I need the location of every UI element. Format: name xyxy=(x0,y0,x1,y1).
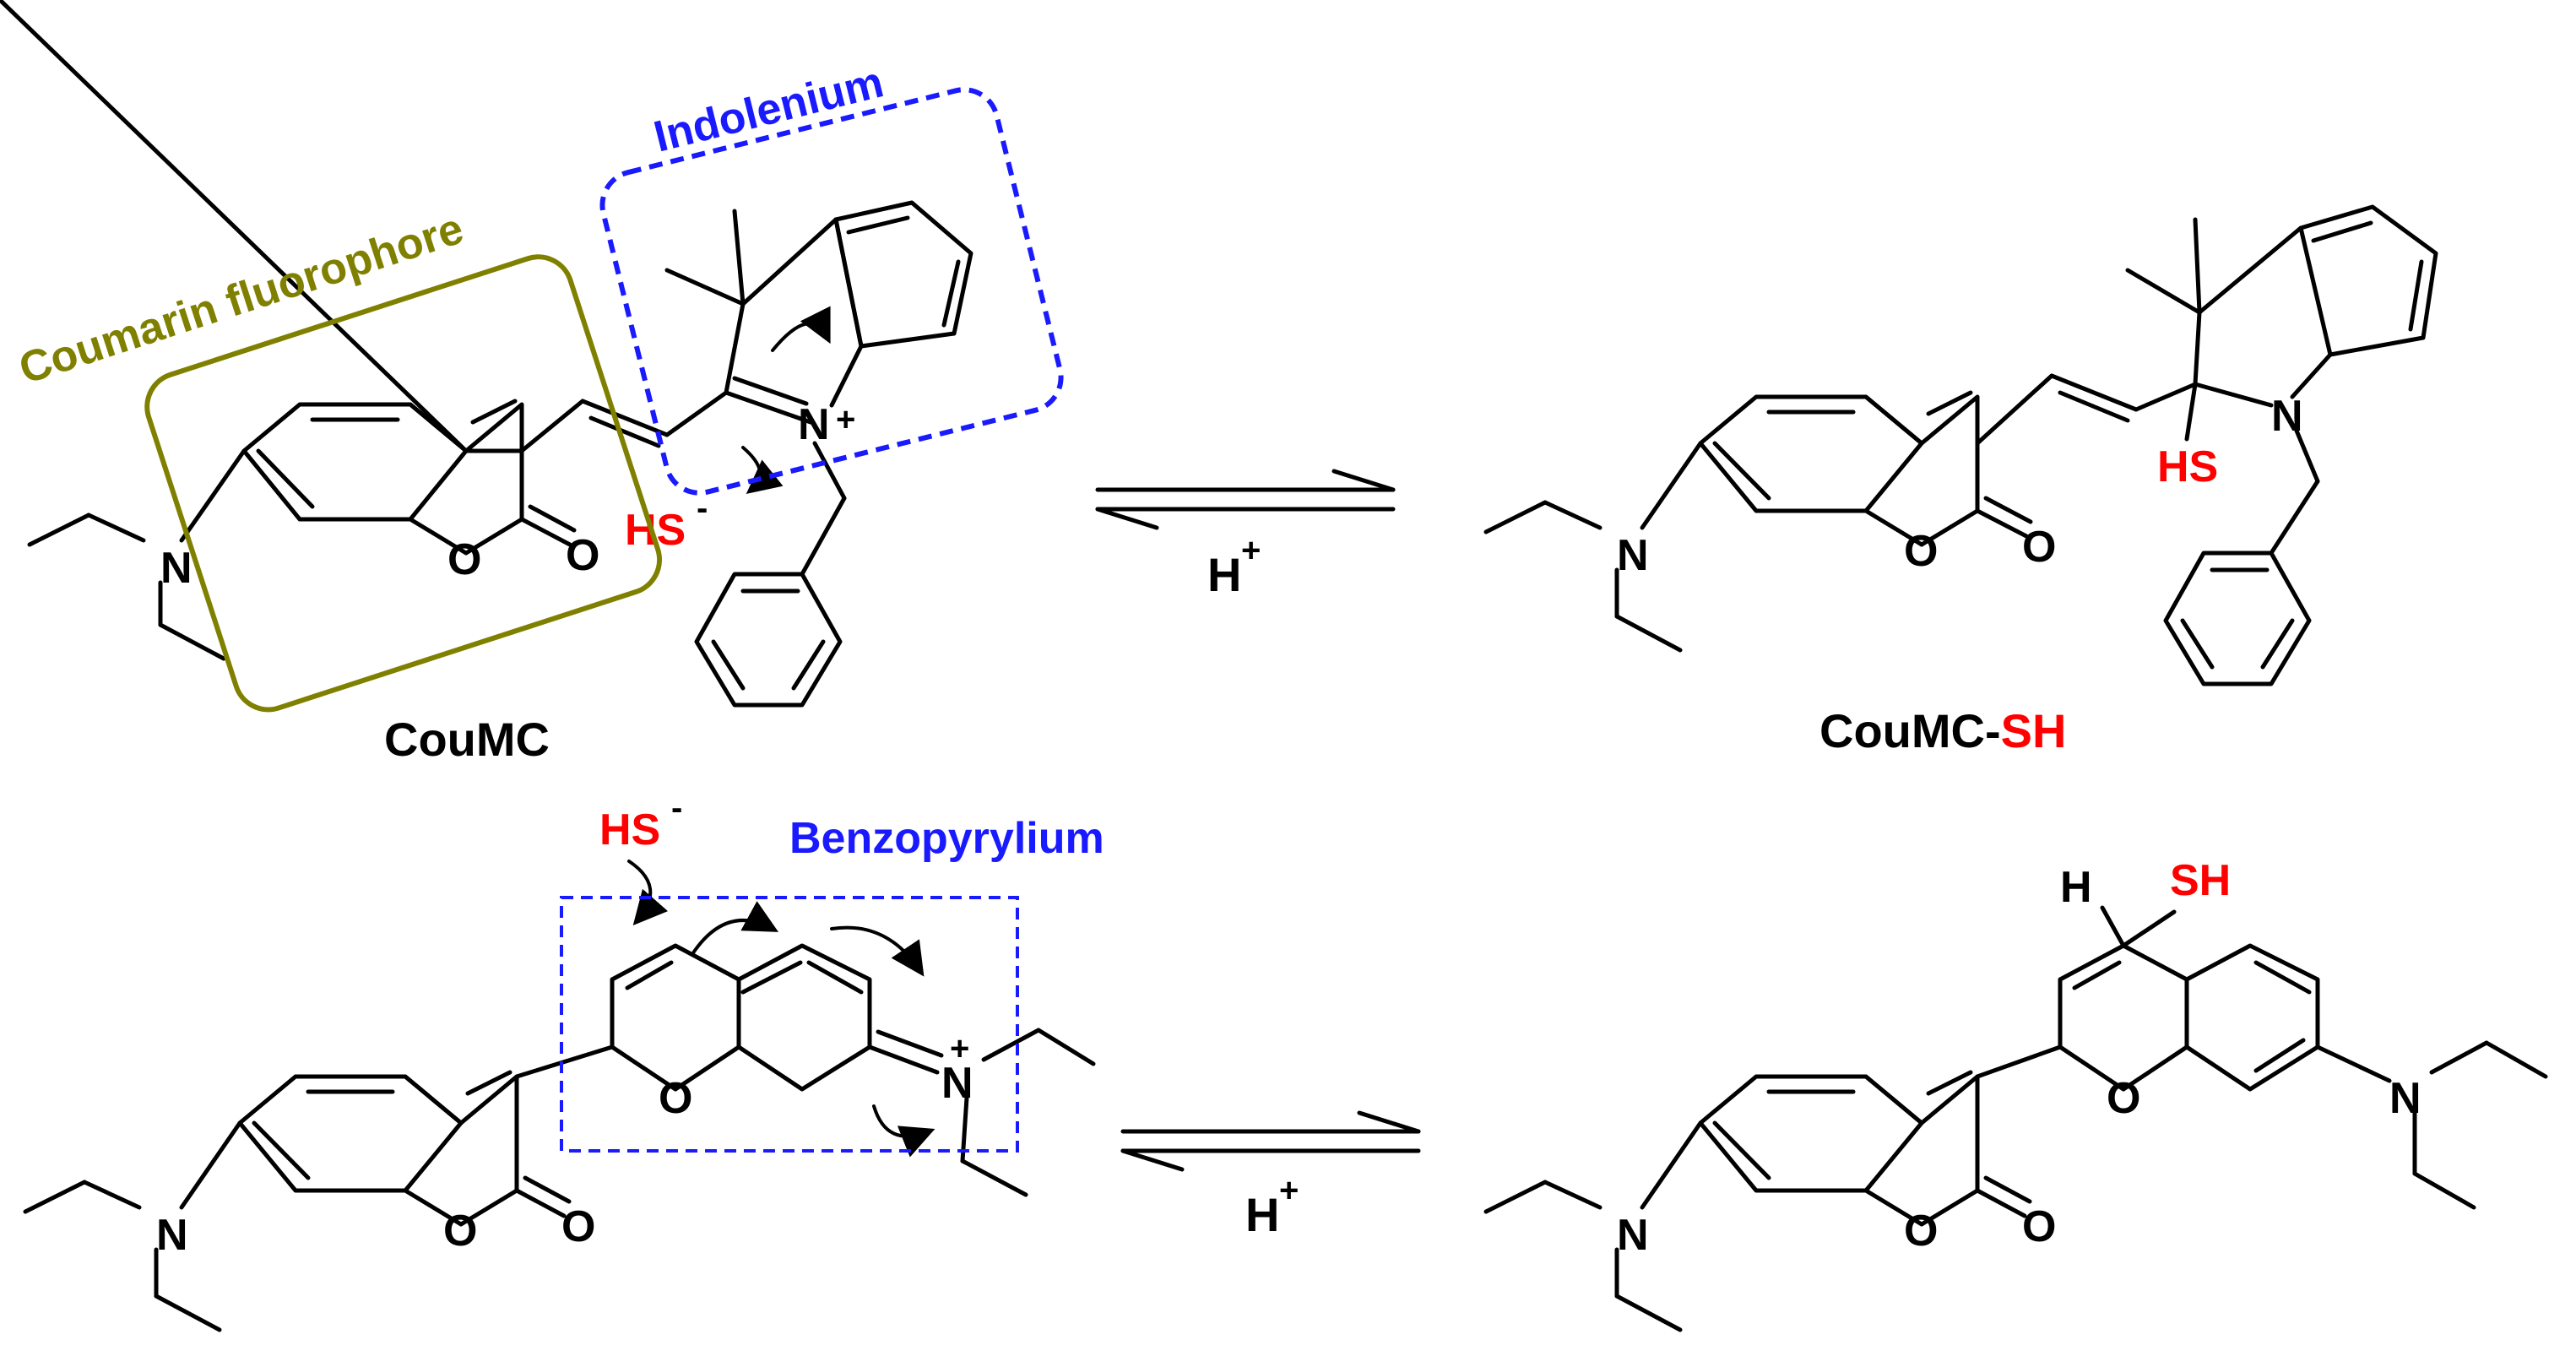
equilibrium-arrow-bottom-icon xyxy=(1120,1110,1421,1172)
coumc-plus-charge: + xyxy=(836,401,855,438)
coumc-n-plus-atom: N xyxy=(798,400,830,449)
coumc-n-atom: N xyxy=(160,544,193,593)
indolenium-label: Indolenium xyxy=(649,57,888,161)
coumc-molecule xyxy=(0,0,973,708)
proton-charge-bottom: + xyxy=(1279,1172,1299,1209)
benzopyrylium-dye-molecule xyxy=(23,943,1096,1332)
equilibrium-arrow-top-icon xyxy=(1095,469,1396,530)
proton-charge-top: + xyxy=(1241,532,1261,569)
coumc-sh-o-carbonyl-atom: O xyxy=(2022,523,2056,572)
dye-o-pyrylium-atom: O xyxy=(659,1074,692,1123)
chromene-adduct-molecule xyxy=(1483,905,2548,1332)
dye-o-ring-atom: O xyxy=(443,1207,477,1256)
coumc-sh-n-indoline-atom: N xyxy=(2271,392,2303,441)
coumc-o-ring-atom: O xyxy=(447,535,481,584)
dye-o-carbonyl-atom: O xyxy=(561,1202,595,1251)
coumc-o-carbonyl-atom: O xyxy=(566,531,599,580)
hydrosulfide-minus-top: - xyxy=(697,490,708,527)
benzopyrylium-box xyxy=(560,896,1019,1153)
dye-n-plus-atom: N xyxy=(941,1059,973,1108)
curved-arrow-5-icon xyxy=(830,925,925,977)
dye-plus-charge: + xyxy=(950,1030,969,1067)
adduct-n-atom-right: N xyxy=(2389,1074,2421,1123)
adduct-o-carbonyl-atom: O xyxy=(2022,1202,2056,1251)
adduct-o-chromene-atom: O xyxy=(2107,1074,2140,1123)
compound-coumc-sh-label: CouMC-SH xyxy=(1819,704,2066,757)
adduct-n-atom-left: N xyxy=(1617,1211,1649,1260)
coumc-sh-hs-group: HS xyxy=(2157,442,2218,491)
benzopyrylium-label: Benzopyrylium xyxy=(789,814,1104,863)
curved-arrow-3-icon xyxy=(627,860,669,926)
curved-arrow-2-icon xyxy=(741,446,784,495)
hydrosulfide-label-bottom: HS xyxy=(599,806,660,854)
adduct-sh-group: SH xyxy=(2170,856,2231,905)
proton-reagent-top: H xyxy=(1207,548,1241,601)
coumarin-fluorophore-box xyxy=(144,254,663,713)
curved-arrow-1-icon xyxy=(771,306,831,352)
coumc-sh-n-atom: N xyxy=(1617,531,1649,580)
dye-n-atom: N xyxy=(156,1211,188,1260)
adduct-h-atom: H xyxy=(2060,863,2092,912)
proton-reagent-bottom: H xyxy=(1245,1188,1279,1241)
coumc-sh-o-ring-atom: O xyxy=(1904,527,1938,576)
curved-arrow-4-icon xyxy=(691,901,779,956)
adduct-o-ring-atom: O xyxy=(1904,1207,1938,1256)
compound-coumc-label: CouMC xyxy=(384,713,550,766)
hydrosulfide-minus-bottom: - xyxy=(671,789,682,827)
coumc-sh-molecule xyxy=(1483,204,2438,686)
curved-arrow-6-icon xyxy=(872,1104,935,1158)
